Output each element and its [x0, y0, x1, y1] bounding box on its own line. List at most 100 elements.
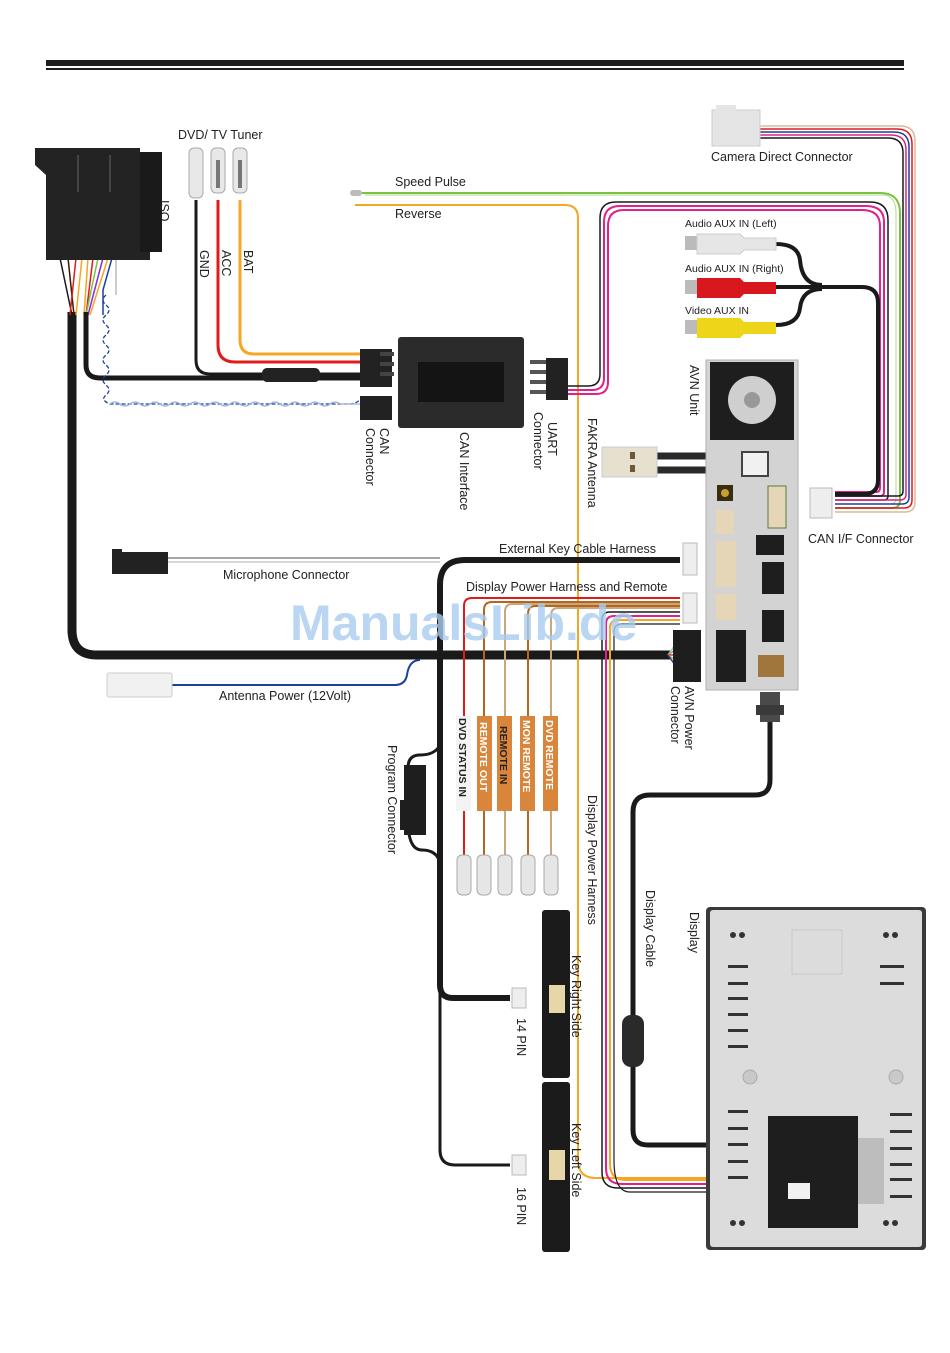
program-connector-label: Program Connector: [385, 745, 399, 854]
avn-power-socket: [716, 630, 746, 682]
port-small: [716, 510, 734, 534]
acc-label: ACC: [219, 250, 233, 276]
microphone-connector-label: Microphone Connector: [223, 568, 349, 582]
avn-power-connector-label-1: AVN Power: [682, 686, 696, 750]
port-can-if: [767, 485, 787, 529]
header-rule-thin: [46, 68, 904, 70]
svg-text:DVD REMOTE: DVD REMOTE: [543, 720, 555, 790]
dvd-tv-tuner-label: DVD/ TV Tuner: [178, 128, 263, 142]
can-bus-twisted-pair: [102, 294, 361, 405]
can-connector-label-1: CAN: [377, 428, 391, 454]
camera-direct-connector: [711, 105, 761, 147]
inline-fuse: [262, 368, 320, 382]
display-power-remote-wires: [463, 597, 680, 855]
key-left-side-panel: [542, 1082, 570, 1252]
reverse-label: Reverse: [395, 207, 442, 221]
key-left-16pin-connector: [511, 1154, 527, 1176]
speed-pulse-terminal: [350, 190, 362, 196]
wire-tag-remote-out: REMOTE OUT: [477, 716, 492, 811]
wire-tag-mon-remote: MON REMOTE: [520, 716, 535, 811]
port-rectangular: [756, 535, 784, 555]
program-connector: [400, 765, 426, 835]
display-power-socket: [788, 1183, 810, 1199]
antenna-power-label: Antenna Power (12Volt): [219, 689, 351, 703]
display-power-harness-cable: [601, 611, 790, 1193]
display-cable: [630, 705, 780, 1148]
pin14-label: 14 PIN: [514, 1018, 528, 1056]
fakra-antenna-plug: [601, 446, 658, 478]
watermark: ManualsLib.de: [290, 595, 637, 651]
can-connector-label-2: Connector: [363, 428, 377, 486]
can-power-plug: [360, 349, 394, 387]
microphone-connector: [112, 549, 168, 574]
svg-text:DVD STATUS IN: DVD STATUS IN: [456, 718, 468, 797]
external-key-harness-cable: [437, 557, 680, 1001]
port-external-key: [716, 541, 736, 587]
key-left-side-label: Key Left Side: [569, 1123, 583, 1197]
svg-text:MON REMOTE: MON REMOTE: [520, 720, 532, 792]
uart-connector: [530, 358, 568, 400]
camera-direct-connector-label: Camera Direct Connector: [711, 150, 853, 164]
remote-wire-terminals: [456, 854, 559, 896]
antenna-power-wire: [172, 659, 421, 686]
svg-text:REMOTE IN: REMOTE IN: [497, 726, 509, 784]
acc-wire: [216, 200, 362, 364]
display-label: Display: [687, 912, 701, 954]
uart-connector-label-1: UART: [545, 422, 559, 456]
avn-display-socket: [758, 655, 784, 677]
hdmi-port-2: [762, 610, 784, 642]
gnd-wire: [194, 200, 362, 376]
bat-wire: [238, 200, 362, 356]
wire-tags: DVD STATUS IN REMOTE OUT REMOTE IN MON R…: [456, 716, 558, 811]
wire-tag-dvd-status-in: DVD STATUS IN: [456, 716, 471, 811]
key-right-14pin-connector: [511, 987, 527, 1009]
can-bus-twist: [109, 401, 360, 407]
main-harness-trunk: [67, 312, 670, 660]
rca-video: [685, 318, 776, 338]
can-interface-label-window: [418, 362, 504, 402]
can-if-connector: [809, 487, 833, 519]
display-power-harness-remote-label: Display Power Harness and Remote: [466, 580, 668, 594]
display-power-harness-connector: [682, 592, 698, 624]
display-connector-block: [768, 1116, 858, 1228]
key-left-cable: [438, 990, 510, 1167]
reverse-wire: [355, 204, 790, 1179]
iso-label: ISO: [157, 200, 171, 222]
gnd-label: GND: [197, 250, 211, 278]
hdmi-port-1: [762, 562, 784, 594]
port-display-power: [716, 594, 736, 620]
audio-aux-left-label: Audio AUX IN (Left): [685, 218, 777, 230]
usb-port: [741, 451, 769, 477]
display-unit: [706, 907, 926, 1250]
wire-tag-remote-in: REMOTE IN: [497, 716, 512, 811]
avn-unit-label: AVN Unit: [687, 365, 701, 416]
rca-audio-left: [685, 233, 777, 255]
display-cable-label: Display Cable: [643, 890, 657, 967]
can-interface-label: CAN Interface: [457, 432, 471, 511]
pin16-label: 16 PIN: [514, 1187, 528, 1225]
speed-pulse-label: Speed Pulse: [395, 175, 466, 189]
iso-fanout-wires: [59, 257, 117, 316]
antenna-power-connector: [106, 672, 173, 698]
camera-bundle: [760, 125, 916, 513]
key-right-side-label: Key Right Side: [569, 955, 583, 1038]
display-cable-plug: [756, 692, 784, 722]
fakra-antenna-label: FAKRA Antenna: [585, 418, 599, 508]
can-connector: [360, 396, 392, 420]
uart-connector-label-2: Connector: [531, 412, 545, 470]
audio-aux-right-label: Audio AUX IN (Right): [685, 263, 784, 275]
rca-audio-right: [685, 278, 776, 298]
avn-unit: [705, 359, 799, 691]
bat-label: BAT: [241, 250, 255, 274]
iso-connector: [35, 148, 162, 260]
external-key-harness-connector: [682, 542, 698, 576]
video-aux-label: Video AUX IN: [685, 305, 749, 317]
iso-to-can-power-wire: [83, 312, 362, 381]
key-right-side-panel: [542, 910, 570, 1078]
uart-bundle: [568, 201, 889, 501]
ferrite-core: [622, 1015, 644, 1067]
can-if-connector-label: CAN I/F Connector: [808, 532, 914, 546]
dvd-tv-tuner-terminals: [188, 147, 248, 199]
avn-power-connector: [673, 630, 701, 682]
